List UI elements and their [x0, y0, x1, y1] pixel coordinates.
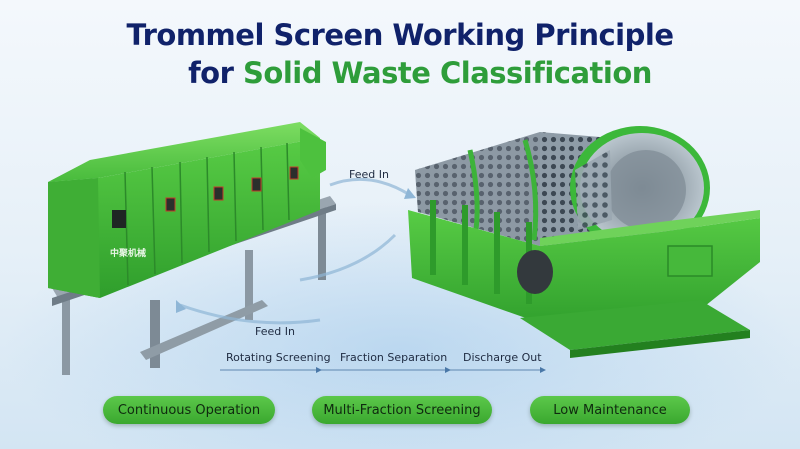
arrow-head: [176, 300, 186, 313]
process-timeline: [220, 367, 546, 373]
step-discharge-out: Discharge Out: [463, 351, 542, 364]
enclosed-trommel-machine: [48, 122, 336, 375]
feed-in-label-top: Feed In: [349, 168, 389, 181]
drum-interior: [606, 150, 686, 230]
motor: [517, 250, 553, 294]
access-door: [667, 245, 713, 277]
base-skid-shadow: [570, 330, 750, 358]
machine-roof: [48, 122, 320, 182]
feed-chute: [300, 128, 326, 178]
page-title: Trommel Screen Working Principle: [0, 18, 800, 52]
feature-pill-continuous-operation: Continuous Operation: [103, 396, 275, 424]
machine-end-face: [48, 178, 100, 298]
feed-in-label-bottom: Feed In: [255, 325, 295, 338]
brace: [140, 300, 268, 360]
step-rotating-screening: Rotating Screening: [226, 351, 331, 364]
end-window: [112, 210, 126, 228]
machine-brand: 中聚机械: [110, 247, 146, 259]
feature-label: Multi-Fraction Screening: [323, 402, 481, 418]
base-skid: [520, 300, 750, 350]
panel-seams: [124, 142, 290, 286]
feature-label: Low Maintenance: [553, 402, 667, 418]
feature-pill-multi-fraction-screening: Multi-Fraction Screening: [312, 396, 492, 424]
title-line-2-prefix: for: [188, 56, 244, 90]
timeline-arrow: [540, 367, 546, 373]
open-trommel-machine: [408, 126, 760, 358]
machine-leg: [150, 300, 160, 368]
inspection-windows: [165, 166, 299, 212]
drum-rings: [467, 139, 539, 241]
page-subtitle: for Solid Waste Classification: [0, 56, 800, 90]
step-fraction-separation: Fraction Separation: [340, 351, 448, 364]
feature-label: Continuous Operation: [117, 402, 261, 418]
timeline-arrow: [445, 367, 451, 373]
arrow-head: [404, 188, 416, 199]
title-line-1: Trommel Screen Working Principle: [126, 18, 674, 52]
drum-inner-mesh: [575, 150, 612, 230]
flow-arrows: [179, 177, 411, 325]
machine-leg: [318, 200, 326, 280]
machine-leg: [245, 250, 253, 320]
feature-pill-low-maintenance: Low Maintenance: [530, 396, 690, 424]
timeline-arrow: [316, 367, 322, 373]
hopper-top-edge: [540, 210, 760, 246]
machine-leg: [62, 280, 70, 375]
title-line-2-highlight: Solid Waste Classification: [243, 56, 652, 90]
